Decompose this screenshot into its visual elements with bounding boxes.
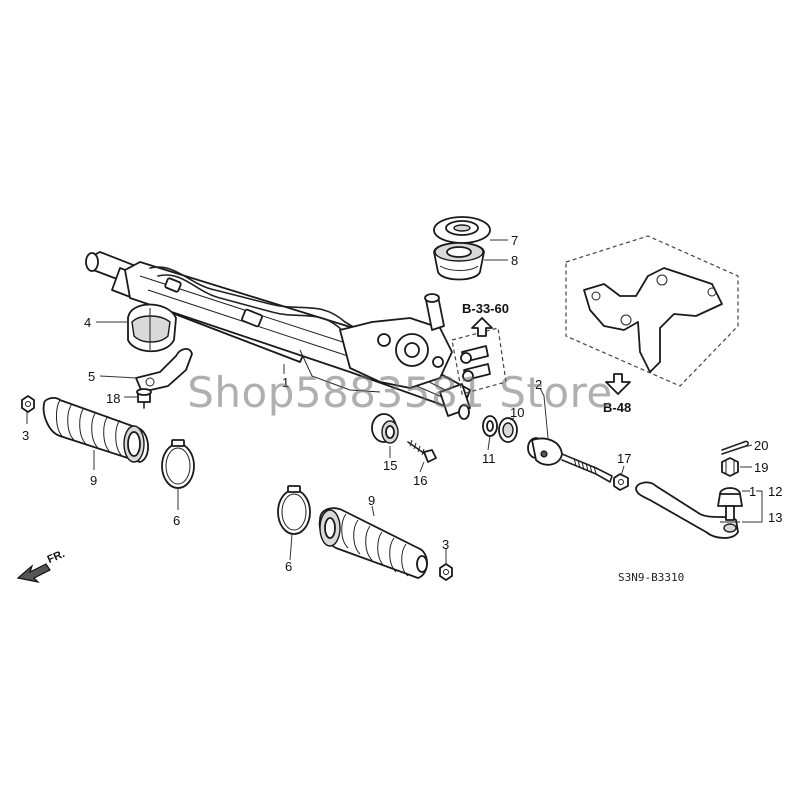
inner-tie-rod	[527, 437, 613, 483]
boot-clamp-nut-left	[21, 395, 35, 413]
callout-nut-right: 3	[442, 537, 450, 552]
rack-bolt	[407, 439, 437, 463]
jam-nut	[613, 473, 629, 491]
callout-boot-left: 9	[90, 473, 98, 488]
fitting-group	[451, 327, 507, 395]
callout-seal-ring: 15	[383, 458, 398, 473]
callout-inner-tie-rod: 2	[535, 377, 543, 392]
callout-bushing: 4	[84, 315, 92, 330]
cotter-pin	[721, 440, 749, 455]
callout-mount-bolt: 18	[106, 391, 121, 406]
callout-cotter-pin: 20	[754, 438, 769, 453]
boot-clamp-right	[277, 485, 311, 535]
castle-nut	[721, 457, 739, 477]
steering-rack-assembly	[85, 251, 471, 420]
ref-gearbox-label: B-33-60	[462, 301, 509, 316]
callout-clamp-right: 6	[285, 559, 293, 574]
pinion-dust-seal	[433, 216, 491, 244]
callout-tie-rod-end: 1	[749, 484, 757, 499]
ref-bracket-label: B-48	[603, 400, 632, 415]
boot-clamp-nut-right	[439, 563, 453, 581]
callout-bracket: 5	[88, 369, 96, 384]
seal-ring	[371, 413, 399, 444]
mount-bolt	[136, 388, 152, 409]
callout-castle-nut: 19	[754, 460, 769, 475]
callout-pinion-seal: 8	[511, 253, 519, 268]
callout-jam-nut: 17	[617, 451, 632, 466]
ref-arrow-down-icon	[605, 373, 631, 395]
diagram-code: S3N9-B3310	[618, 571, 685, 584]
steering-boot-left	[42, 397, 149, 463]
pinion-seal	[433, 242, 485, 281]
boot-clamp-left	[161, 439, 195, 489]
callout-nut-left: 3	[22, 428, 30, 443]
callout-tie-rod-end-assy: 12	[768, 484, 783, 499]
lock-washer	[498, 417, 518, 443]
callout-clamp-left: 6	[173, 513, 181, 528]
callout-rack: 1	[282, 375, 290, 390]
callout-washer: 11	[482, 451, 496, 466]
rack-bushing	[127, 303, 177, 353]
callout-dust-seal: 7	[511, 233, 519, 248]
callout-lock-washer: 10	[510, 405, 525, 420]
callout-boot-right: 9	[368, 493, 376, 508]
rack-mount-bracket	[135, 348, 193, 393]
front-arrow-icon	[16, 563, 51, 583]
subframe-bracket-ref	[565, 235, 739, 387]
leader-lines	[26, 239, 763, 564]
washer	[482, 415, 498, 437]
steering-boot-right	[318, 507, 428, 579]
callout-tie-rod-end-kit: 13	[768, 510, 783, 525]
callout-rack-bolt: 16	[413, 473, 428, 488]
tie-rod-end	[635, 481, 743, 539]
ref-arrow-up-icon	[471, 317, 493, 337]
